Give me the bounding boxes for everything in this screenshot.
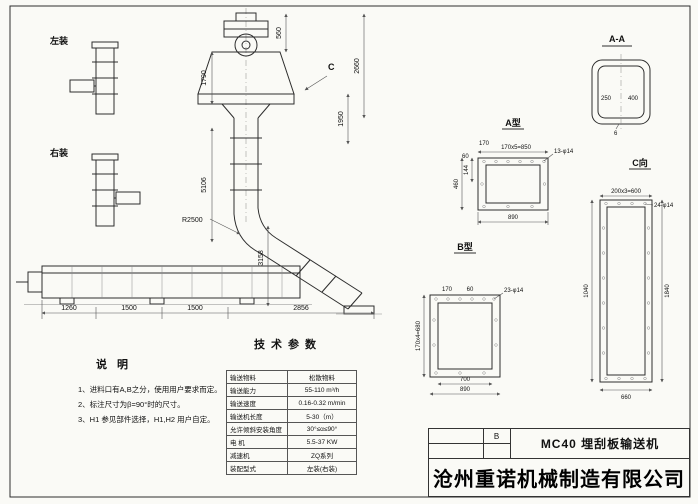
param-value: 5.5-37 KW <box>287 435 357 449</box>
dim-b-holes: 23-φ14 <box>504 288 524 294</box>
dim-r2500: R2500 <box>182 217 203 224</box>
left-mount-label: 左装 <box>49 35 69 46</box>
table-row: 允许倾斜安装角度 30°≤α≤90° <box>226 422 357 436</box>
drawing-title: MC40 埋刮板输送机 <box>540 437 660 451</box>
tail-tensioner <box>27 271 43 293</box>
bend-section <box>233 207 277 255</box>
right-mount-view: 右装 <box>49 147 141 227</box>
param-label: 输送机长度 <box>226 409 288 423</box>
dim-1500-b: 1500 <box>187 305 203 312</box>
main-dimensions: 1790 560 2660 1950 5106 R2500 3158 1260 … <box>41 13 375 319</box>
c-arrow-label: C <box>328 62 335 72</box>
main-conveyor-drawing: C 1790 560 2660 1950 5106 R2500 3158 <box>16 8 382 319</box>
table-row: 电 机 5.5-37 KW <box>226 435 357 449</box>
dim-a-170: 170 <box>479 141 490 147</box>
dim-aa-250: 250 <box>601 96 612 102</box>
table-row: 输送能力 55-110 m³/h <box>226 383 357 397</box>
note-item: 2、标注尺寸为β=90°时的尺寸。 <box>78 400 185 409</box>
view-c: C向 200x3=600 24-φ14 1040 1840 660 <box>584 157 674 401</box>
horizontal-trough <box>16 265 312 305</box>
param-value: 30°≤α≤90° <box>287 422 357 436</box>
dim-1500-a: 1500 <box>121 305 137 312</box>
dim-a-60: 60 <box>462 154 469 160</box>
right-mount-label: 右装 <box>49 147 69 158</box>
dim-a-890: 890 <box>508 215 519 221</box>
dim-a-144: 144 <box>464 164 470 175</box>
table-row: 减速机 ZQ系列 <box>226 448 357 462</box>
title-block-top-row: B MC40 埋刮板输送机 <box>429 429 689 459</box>
param-value: 0.16-0.32 m/min <box>287 396 357 410</box>
param-label: 允许倾斜安装角度 <box>226 422 288 436</box>
dim-b-700: 700 <box>460 377 471 383</box>
dim-1260: 1260 <box>61 305 77 312</box>
param-label: 输送速度 <box>226 396 288 410</box>
title-block: B MC40 埋刮板输送机 沧州重诺机械制造有限公司 <box>428 428 690 497</box>
param-label: 电 机 <box>226 435 288 449</box>
dim-5106: 5106 <box>201 177 208 193</box>
c-view-arrow: C <box>304 62 335 91</box>
inclined-chute <box>261 237 382 315</box>
drawing-frame <box>9 5 691 498</box>
drive-head <box>197 12 295 119</box>
tech-params-title: 技术参数 <box>254 339 322 351</box>
dim-2856: 2856 <box>293 305 309 312</box>
dim-c-1040: 1040 <box>584 284 590 298</box>
support-foot <box>59 297 75 305</box>
vertical-chute <box>230 118 262 214</box>
param-label: 减速机 <box>226 448 288 462</box>
support-foot <box>239 297 255 305</box>
tech-params-section: 技术参数 输送物料 松散物料 输送能力 55-110 m³/h 输送速度 0.1… <box>226 336 357 475</box>
section-aa-view: A-A 250 400 6 <box>591 34 651 137</box>
dim-c-holes: 24-φ14 <box>654 203 674 209</box>
dim-560: 560 <box>276 27 283 39</box>
support-foot <box>149 297 165 305</box>
dim-c-660: 660 <box>621 395 632 401</box>
dim-c-pitch: 200x3=600 <box>611 189 642 195</box>
table-row: 输送机长度 5-30（m） <box>226 409 357 423</box>
revision-code: B <box>493 431 500 441</box>
table-row: 输送物料 松散物料 <box>226 370 357 384</box>
param-label: 装配型式 <box>226 461 288 475</box>
type-a-view: A型 170 170x5=850 60 13-φ14 144 460 890 <box>454 117 574 225</box>
dim-b-890: 890 <box>460 387 471 393</box>
dim-b-left: 170x4=680 <box>416 320 422 351</box>
notes-section: 说明 1、进料口有A,B之分，使用用户要求而定。 2、标注尺寸为β=90°时的尺… <box>78 356 234 427</box>
dim-a-460: 460 <box>454 178 460 189</box>
dim-b-60: 60 <box>467 287 474 293</box>
dim-c-1840: 1840 <box>665 284 671 298</box>
dim-aa-6: 6 <box>614 131 618 137</box>
drive-sprocket <box>234 33 258 57</box>
revision-cells: B <box>429 429 511 458</box>
table-row: 装配型式 左装(右装) <box>226 461 357 475</box>
note-item: 1、进料口有A,B之分，使用用户要求而定。 <box>78 385 222 394</box>
param-value: ZQ系列 <box>287 448 357 462</box>
dim-3158: 3158 <box>258 250 265 266</box>
param-label: 输送能力 <box>226 383 288 397</box>
table-row: 输送速度 0.16-0.32 m/min <box>226 396 357 410</box>
dim-2660: 2660 <box>354 58 361 74</box>
note-item: 3、H1 参见部件选择，H1,H2 用户自定。 <box>78 415 215 424</box>
dim-1950: 1950 <box>338 111 345 127</box>
dim-b-170: 170 <box>442 287 453 293</box>
section-aa-label: A-A <box>609 34 625 44</box>
param-value: 松散物料 <box>287 370 357 384</box>
dim-a-holes: 13-φ14 <box>554 149 574 155</box>
divider <box>429 443 510 444</box>
left-mount-view: 左装 <box>49 35 119 115</box>
param-value: 左装(右装) <box>287 461 357 475</box>
dim-1790: 1790 <box>201 70 208 86</box>
dim-aa-400: 400 <box>628 96 639 102</box>
company-name: 沧州重诺机械制造有限公司 <box>433 469 685 491</box>
notes-title: 说明 <box>96 359 138 371</box>
param-value: 55-110 m³/h <box>287 383 357 397</box>
param-value: 5-30（m） <box>287 409 357 423</box>
type-a-label: A型 <box>505 117 521 128</box>
tech-params-table: 输送物料 松散物料 输送能力 55-110 m³/h 输送速度 0.16-0.3… <box>226 370 357 475</box>
dim-a-pitch: 170x5=850 <box>501 145 532 151</box>
param-label: 输送物料 <box>226 370 288 384</box>
view-c-label: C向 <box>632 157 648 168</box>
type-b-label: B型 <box>457 241 473 252</box>
type-b-view: B型 170 60 23-φ14 170x4=680 700 890 <box>416 241 524 396</box>
